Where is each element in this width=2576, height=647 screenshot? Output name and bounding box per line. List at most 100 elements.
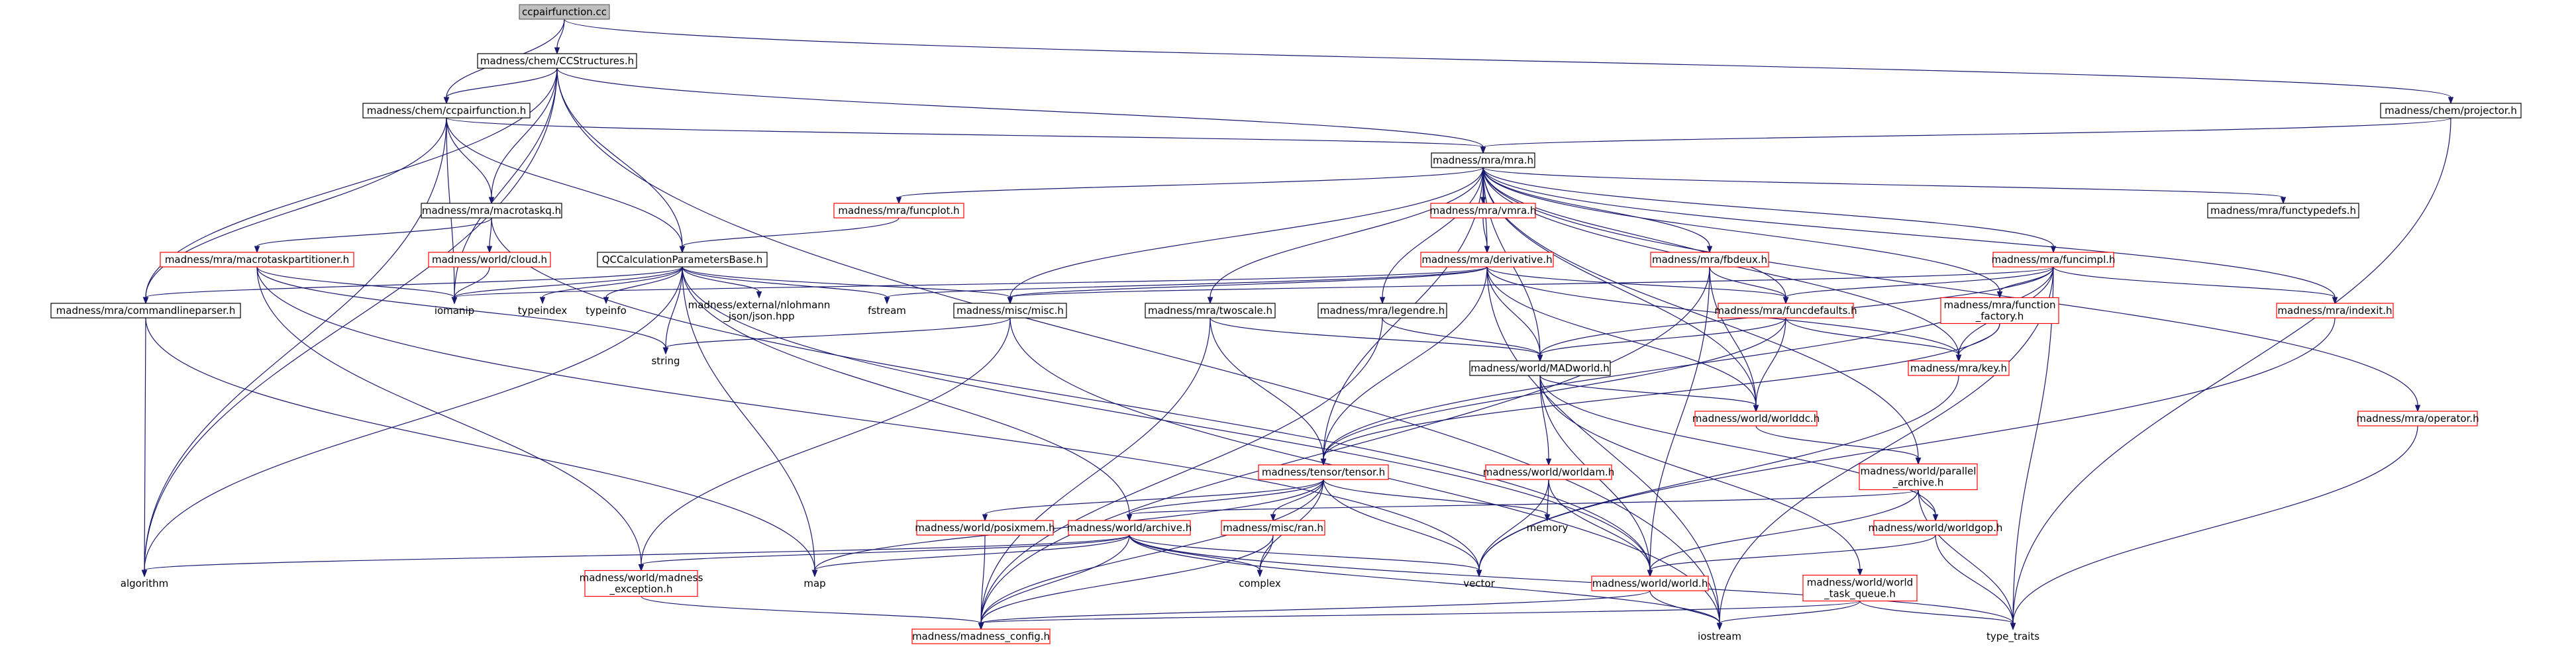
node-misc-h[interactable]: madness/misc/misc.h — [953, 303, 1067, 319]
edge-line — [489, 217, 492, 247]
edge-line — [1755, 317, 1786, 406]
edge-line — [641, 534, 1130, 566]
node-macrotaskpartitioner-h[interactable]: madness/mra/macrotaskpartitioner.h — [160, 252, 354, 268]
edge-line — [682, 266, 1130, 515]
node-operator-h[interactable]: madness/mra/operator.h — [2356, 411, 2479, 426]
node-box — [1694, 411, 1818, 426]
edge-line — [446, 68, 558, 98]
node-madworld-h[interactable]: madness/world/MADworld.h — [1469, 360, 1611, 376]
edge-arrowhead — [1782, 297, 1789, 305]
edge-line — [1478, 375, 1959, 571]
edge-line — [1999, 266, 2054, 292]
edge-line — [556, 68, 1484, 148]
node-label: madness/world/MADworld.h — [1470, 362, 1609, 374]
node-map: map — [803, 577, 825, 589]
edge-arrowhead — [1647, 570, 1653, 577]
node-box — [2276, 303, 2394, 319]
node-label: madness/world/madness — [580, 572, 703, 584]
node-worldam-h[interactable]: madness/world/worldam.h — [1483, 464, 1614, 480]
edge-qccalc_h-to-nlohmann_json — [682, 266, 762, 299]
node-world-h[interactable]: madness/world/world.h — [1591, 575, 1709, 591]
node-label: madness/mra/indexit.h — [2277, 305, 2392, 317]
edge-line — [980, 590, 1651, 624]
edge-line — [1323, 479, 1548, 515]
edge-arrowhead — [451, 297, 458, 305]
node-qccalc-h[interactable]: QCCalculationParametersBase.h — [597, 252, 768, 268]
node-key-h[interactable]: madness/mra/key.h — [1908, 360, 2010, 376]
node-label: _factory.h — [1975, 311, 2024, 323]
edge-line — [1539, 317, 1786, 356]
edge-line — [1918, 489, 1936, 515]
node-mra-h[interactable]: madness/mra/mra.h — [1431, 152, 1535, 168]
edge-vmra_h-to-derivative_h — [1482, 217, 1490, 254]
edge-line — [1539, 375, 1757, 406]
edge-madworld_h-to-worlddc_h — [1539, 375, 1759, 413]
edge-line — [980, 534, 1130, 624]
node-label: typeindex — [518, 305, 568, 317]
edge-line — [1785, 317, 1959, 356]
node-funcplot-h[interactable]: madness/mra/funcplot.h — [833, 203, 964, 219]
node-parallel-archive-h[interactable]: madness/world/parallel_archive.h — [1859, 463, 1978, 491]
node-worlddc-h[interactable]: madness/world/worlddc.h — [1692, 411, 1820, 426]
node-label: string — [651, 355, 680, 367]
node-cloud-h[interactable]: madness/world/cloud.h — [428, 252, 551, 268]
edge-worldgop_h-to-world_h — [1647, 534, 1936, 577]
edge-line — [1486, 266, 1541, 356]
edge-line — [1539, 375, 1936, 515]
node-macrotaskq-h[interactable]: madness/mra/macrotaskq.h — [421, 203, 562, 219]
node-archive-h[interactable]: madness/world/archive.h — [1067, 520, 1192, 536]
node-worldgop-h[interactable]: madness/world/worldgop.h — [1869, 520, 2003, 536]
edge-line — [682, 266, 815, 571]
edge-arrowhead — [679, 246, 686, 254]
edge-line — [682, 266, 1011, 298]
node-legendre-h[interactable]: madness/mra/legendre.h — [1317, 303, 1447, 319]
edge-line — [256, 266, 666, 348]
edge-fbdeux_h-to-funcdefaults_h — [1709, 266, 1789, 305]
node-fbdeux-h[interactable]: madness/mra/fbdeux.h — [1650, 252, 1769, 268]
node-madness-config-h[interactable]: madness/madness_config.h — [911, 628, 1051, 644]
node-box — [421, 203, 562, 219]
node-typeindex: typeindex — [518, 305, 568, 317]
node-label: ccpairfunction.cc — [522, 6, 607, 18]
edge-ccpairfunction_h-to-macrotaskq_h — [446, 117, 495, 205]
edge-twoscale_h-to-tensor_h — [1210, 317, 1327, 466]
edge-line — [2012, 117, 2451, 624]
edge-ccpairfunction_h-to-commandlineparser_h — [142, 117, 447, 305]
node-projector-h[interactable]: madness/chem/projector.h — [2380, 103, 2522, 119]
edge-arrowhead — [756, 291, 762, 299]
node-world-task-queue-h[interactable]: madness/world/world_task_queue.h — [1802, 574, 1918, 602]
node-posixmem-h[interactable]: madness/world/posixmem.h — [915, 520, 1055, 536]
node-madness-exception-h[interactable]: madness/world/madness_exception.h — [580, 570, 703, 597]
node-box — [1873, 520, 1998, 536]
edge-ccpairfunction_cc-to-projector_h — [564, 19, 2454, 105]
node-ccstructures-h[interactable]: madness/chem/CCStructures.h — [477, 53, 637, 69]
node-commandlineparser-h[interactable]: madness/mra/commandlineparser.h — [50, 303, 241, 319]
node-derivative-h[interactable]: madness/mra/derivative.h — [1420, 252, 1554, 268]
node-tensor-h[interactable]: madness/tensor/tensor.h — [1258, 464, 1389, 480]
node-ccpairfunction-cc[interactable]: ccpairfunction.cc — [519, 4, 610, 20]
node-label: madness/tensor/tensor.h — [1262, 466, 1385, 478]
edge-line — [1272, 479, 1324, 515]
node-vmra-h[interactable]: madness/mra/vmra.h — [1430, 203, 1537, 219]
node-funcimpl-h[interactable]: madness/mra/funcimpl.h — [1991, 252, 2116, 268]
edge-line — [665, 317, 1011, 348]
edge-line — [980, 317, 1383, 624]
edge-arrowhead — [2010, 622, 2016, 630]
edge-line — [1649, 489, 1919, 571]
node-functypedefs-h[interactable]: madness/mra/functypedefs.h — [2207, 203, 2359, 219]
edge-derivative_h-to-funcdefaults_h — [1486, 266, 1789, 305]
node-box — [2357, 411, 2478, 426]
edge-projector_h-to-mra_h — [1480, 117, 2451, 154]
node-function-factory-h[interactable]: madness/mra/function_factory.h — [1940, 297, 2059, 324]
edge-line — [1129, 534, 1480, 571]
node-label: madness/mra/key.h — [1910, 362, 2007, 374]
node-box — [362, 103, 531, 119]
node-box — [50, 303, 241, 319]
node-box — [428, 252, 551, 268]
node-funcdefaults-h[interactable]: madness/mra/funcdefaults.h — [1714, 303, 1857, 319]
node-label: madness/mra/function — [1943, 299, 2055, 311]
node-indexit-h[interactable]: madness/mra/indexit.h — [2276, 303, 2394, 319]
node-ran-h[interactable]: madness/misc/ran.h — [1221, 520, 1325, 536]
node-ccpairfunction-h[interactable]: madness/chem/ccpairfunction.h — [362, 103, 531, 119]
node-twoscale-h[interactable]: madness/mra/twoscale.h — [1145, 303, 1276, 319]
